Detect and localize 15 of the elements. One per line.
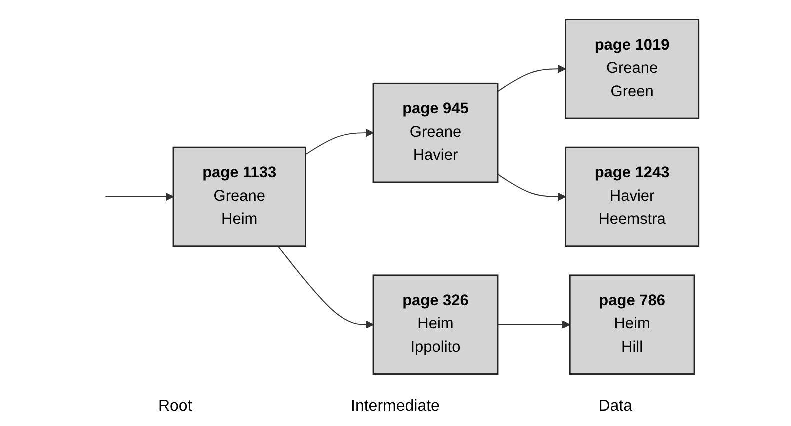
node-box: page 326 Heim Ippolito xyxy=(372,274,499,375)
node-box: page 945 Greane Havier xyxy=(372,82,499,184)
arrow xyxy=(305,128,374,156)
column-label: Intermediate xyxy=(351,398,440,416)
node-box: page 786 Heim Hill xyxy=(569,274,696,375)
column-label: Root xyxy=(158,398,192,416)
arrow xyxy=(498,320,570,330)
node-box: page 1133 Greane Heim xyxy=(172,146,306,248)
column-label: Data xyxy=(598,398,632,416)
node-box: page 1019 Greane Green xyxy=(565,19,700,120)
arrow xyxy=(278,246,374,330)
arrow xyxy=(498,174,566,202)
arrow xyxy=(498,64,566,92)
node-box: page 1243 Havier Heemstra xyxy=(565,146,700,248)
arrow xyxy=(105,192,174,202)
